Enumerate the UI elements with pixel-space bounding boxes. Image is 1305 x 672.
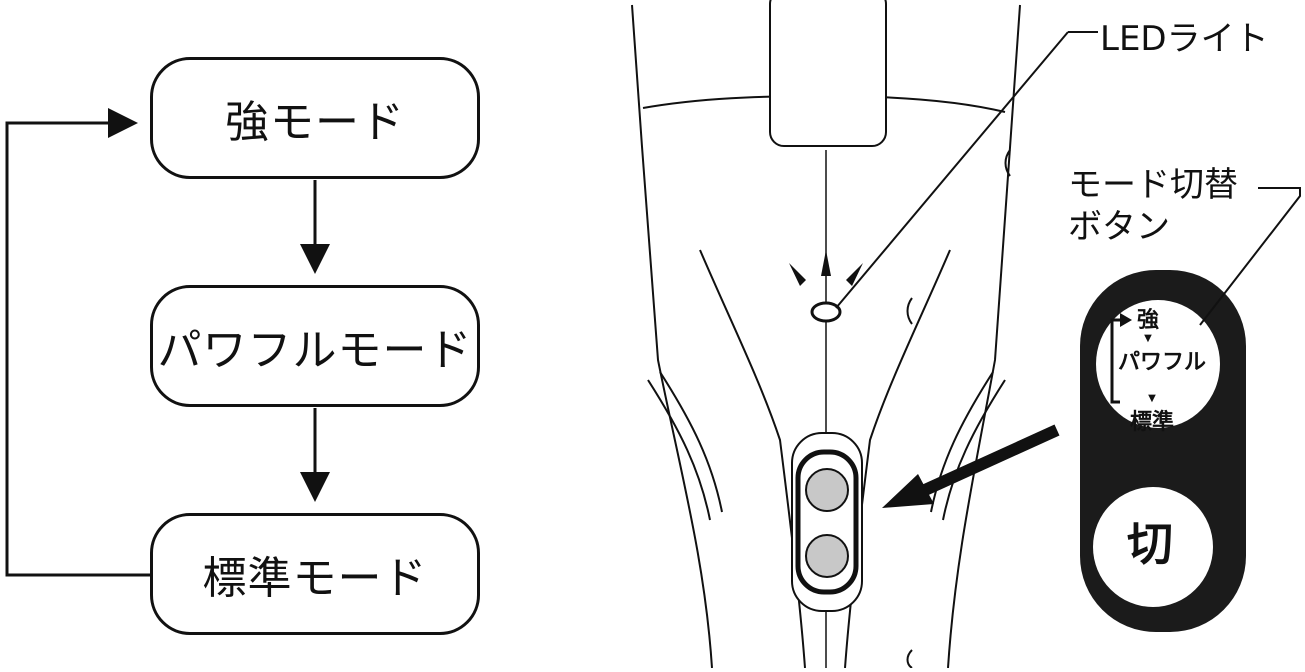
- dial-down-arrow-2: ▼: [1148, 393, 1156, 404]
- off-label: 切: [1127, 517, 1173, 571]
- led-light: [789, 250, 863, 323]
- mode-switch-label-line2: ボタン: [1068, 207, 1170, 247]
- pointer-arrow: [922, 424, 1060, 496]
- dial-label-strong: 強 ▼: [1128, 302, 1168, 344]
- device-illustration: [631, 0, 1021, 669]
- off-button-closeup[interactable]: [1093, 487, 1213, 607]
- mode-label-strong: 強モード: [225, 97, 405, 148]
- mode-label-normal: 標準モード: [202, 553, 428, 604]
- pointer-arrowhead: [882, 474, 934, 508]
- dial-cycle-arrow: [1110, 318, 1122, 404]
- mode-box-powerful: パワフルモード: [150, 285, 480, 407]
- arrow-normal-back-to-strong: [5, 108, 150, 577]
- switch-housing: [791, 432, 863, 612]
- button-callout-line: [1199, 187, 1301, 326]
- led-light-label: LEDライト: [1100, 19, 1269, 59]
- mode-switch-button[interactable]: [805, 468, 849, 512]
- off-switch-button[interactable]: [805, 534, 849, 578]
- dial-label-normal: ▼ 標準: [1124, 394, 1180, 436]
- dial-text-strong: 強: [1136, 308, 1159, 333]
- mode-box-normal: 標準モード: [150, 513, 480, 635]
- led-callout-line: [835, 31, 1069, 309]
- dial-cycle-arrowhead: [1120, 313, 1132, 327]
- mode-box-strong: 強モード: [150, 57, 480, 179]
- dial-text-normal: 標準: [1129, 410, 1174, 435]
- mode-dial[interactable]: [1096, 300, 1220, 428]
- mode-switch-button-label: モード切替 ボタン: [1068, 164, 1268, 248]
- mode-switch-label-line1: モード切替: [1068, 165, 1238, 205]
- dial-label-powerful: パワフル: [1117, 350, 1206, 375]
- dial-down-arrow-1: ▼: [1144, 333, 1152, 344]
- mode-label-powerful: パワフルモード: [157, 325, 473, 376]
